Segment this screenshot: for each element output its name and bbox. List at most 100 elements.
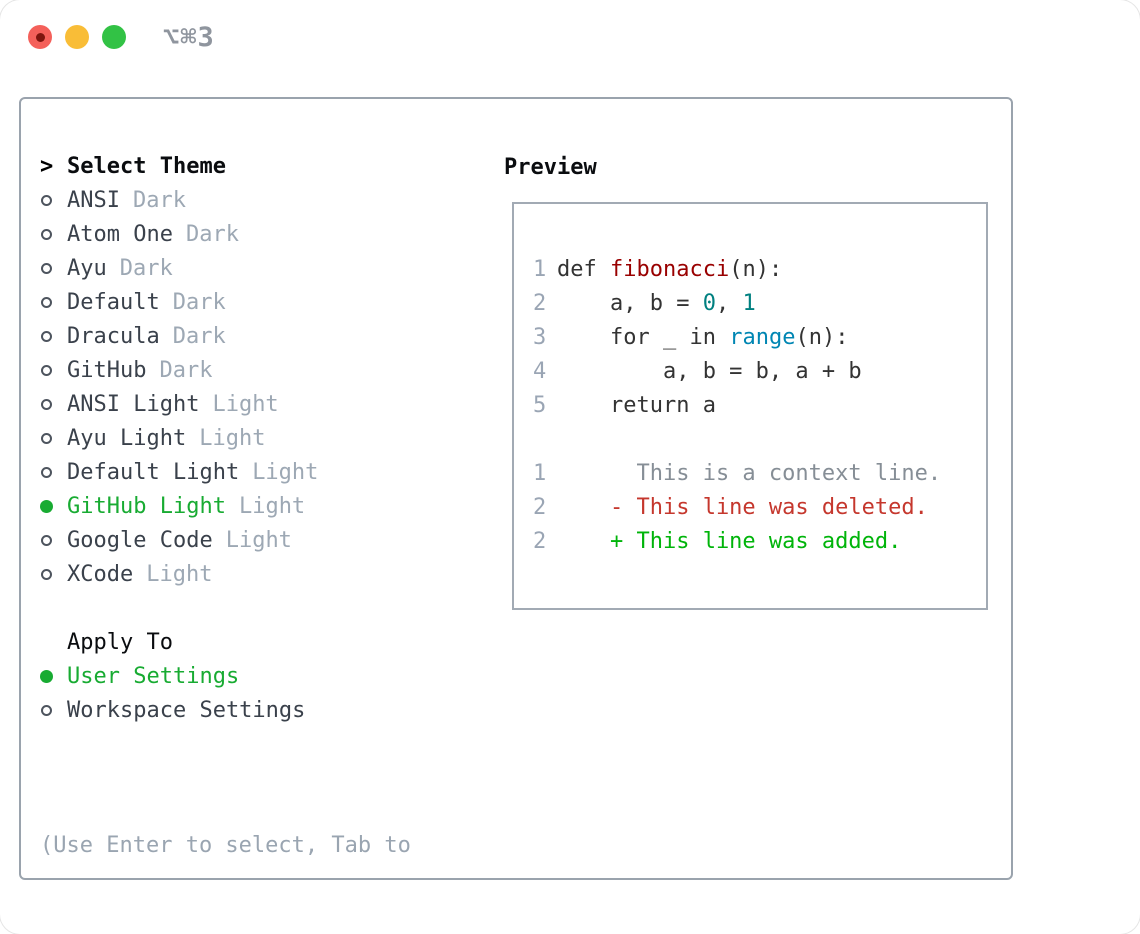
radio-icon[interactable] [40,398,67,410]
line-number: 3 [533,324,547,350]
filled-dot-icon [40,499,53,513]
ring-icon [41,568,52,580]
line-number: 5 [533,392,547,418]
code-segment-plain: a, b = b, a + b [557,358,862,384]
ring-icon [41,330,52,342]
code-segment-keyword: def [557,256,610,282]
hint-text: (Use Enter to select, Tab to change focu… [40,761,411,934]
theme-option-label: Google Code [67,527,213,553]
zoom-button[interactable] [102,25,126,49]
variant-tag: Light [199,425,266,451]
theme-option[interactable]: Default Light Light [40,455,411,489]
variant-tag: Dark [172,289,226,315]
select-theme-title: Select Theme [67,153,226,179]
ring-icon [41,534,52,546]
code-segment-plain: (n): [795,324,849,350]
radio-icon[interactable] [40,568,67,580]
code-segment-plain: _ [649,324,690,350]
selected-radio-icon[interactable] [40,499,67,513]
hint-line: (Use Enter to select, Tab to [40,833,411,858]
spacer [40,591,411,625]
code-segment-plain: , [715,290,743,316]
code-segment-built_in: range [729,324,796,350]
line-number: 1 [533,460,547,486]
code-segment-number: 0 [702,290,716,316]
ring-icon [41,296,52,308]
variant-tag: Light [225,527,292,553]
theme-option-label: Default Light [67,459,240,485]
code-text: return a [557,393,716,418]
line-number: 4 [533,358,547,384]
radio-icon[interactable] [40,534,67,546]
selected-radio-icon[interactable] [40,669,67,683]
apply-target-option[interactable]: Workspace Settings [40,693,411,727]
theme-option-label: XCode [67,561,134,587]
radio-icon[interactable] [40,194,67,206]
theme-option-label: GitHub [67,357,147,383]
radio-icon[interactable] [40,228,67,240]
theme-option[interactable]: XCode Light [40,557,411,591]
code-text: a, b = b, a + b [557,359,862,384]
minimize-button[interactable] [65,25,89,49]
theme-option[interactable]: ANSI Light Light [40,387,411,421]
variant-tag: Dark [119,255,173,281]
apply-target-option[interactable]: User Settings [40,659,411,693]
theme-option-label: ANSI Light [67,391,200,417]
diff-line-context: 1 This is a context line. [533,456,986,490]
ring-icon [41,398,52,410]
code-segment-title: fibonacci [609,256,730,282]
ring-icon [41,704,52,716]
code-segment-plain [716,325,729,350]
code-segment-plain [557,325,610,350]
select-theme-header: > Select Theme [40,149,411,183]
code-text: def fibonacci(n): [557,257,782,282]
code-segment-keyword: in [689,324,716,350]
code-text: a, b = 0, 1 [557,291,756,316]
theme-option[interactable]: Google Code Light [40,523,411,557]
apply-target-option-label: Workspace Settings [67,697,306,723]
theme-option-label: GitHub Light [67,493,226,519]
apply-to-header: Apply To [40,625,411,659]
radio-icon[interactable] [40,466,67,478]
radio-icon[interactable] [40,262,67,274]
theme-option-label: Dracula [67,323,160,349]
blank-line [533,422,986,456]
variant-tag: Dark [172,323,226,349]
theme-option-label: Atom One [67,221,173,247]
code-line: 2 a, b = 0, 1 [533,286,986,320]
diff-text-deleted: - This line was deleted. [557,494,928,520]
prompt-icon: > [40,153,54,179]
variant-tag: Light [252,459,319,485]
close-button[interactable] [28,25,52,49]
line-number: 1 [533,256,547,282]
variant-tag: Light [212,391,279,417]
theme-option[interactable]: GitHub Dark [40,353,411,387]
radio-icon[interactable] [40,330,67,342]
code-segment-keyword: return [609,392,690,418]
variant-tag: Dark [159,357,213,383]
theme-option[interactable]: Dracula Dark [40,319,411,353]
variant-tag: Light [146,561,213,587]
code-line: 4 a, b = b, a + b [533,354,986,388]
preview-title: Preview [504,154,597,180]
radio-icon[interactable] [40,364,67,376]
radio-icon[interactable] [40,432,67,444]
code-text: for _ in range(n): [557,325,848,350]
ring-icon [41,364,52,376]
theme-option[interactable]: Ayu Dark [40,251,411,285]
theme-option-label: Ayu [67,255,107,281]
radio-icon[interactable] [40,296,67,308]
ring-icon [41,466,52,478]
line-number: 2 [533,494,547,520]
radio-icon[interactable] [40,704,67,716]
